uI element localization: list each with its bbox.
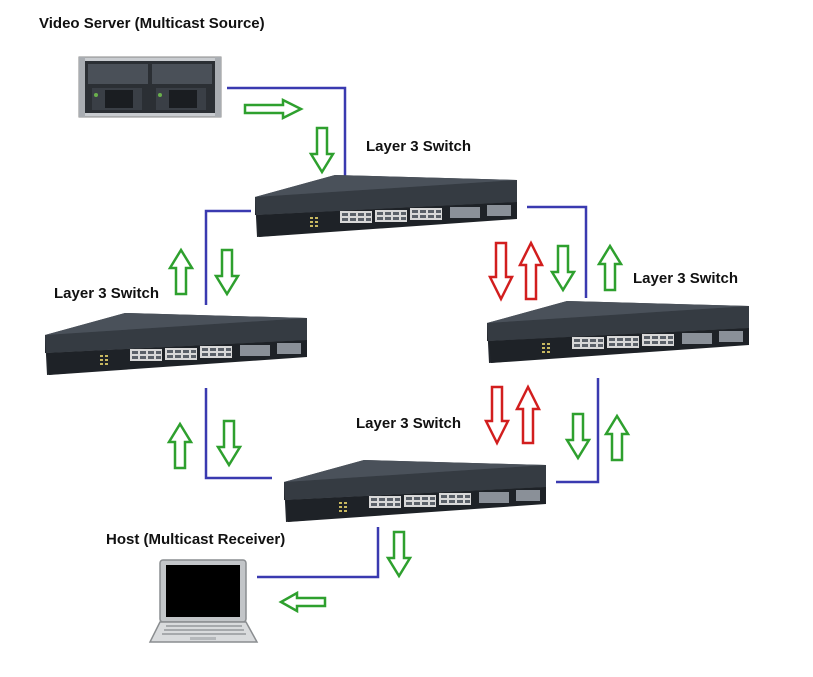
- flow-arrow-down: [550, 244, 576, 292]
- flow-arrow-right: [243, 98, 303, 120]
- blocked-arrow-down: [484, 385, 510, 445]
- flow-arrow-up: [597, 244, 623, 292]
- flow-arrow-up: [604, 414, 630, 462]
- flow-arrow-up: [168, 248, 194, 296]
- network-switch-icon-bottom: [284, 460, 546, 522]
- switch-right-label: Layer 3 Switch: [633, 270, 739, 287]
- host-label: Host (Multicast Receiver): [106, 531, 286, 548]
- link-top-to-right-switch: [527, 205, 588, 298]
- blocked-arrow-down: [488, 241, 514, 301]
- rack-server-icon: [78, 56, 222, 118]
- flow-arrow-down: [309, 126, 335, 174]
- switch-top-label: Layer 3 Switch: [366, 138, 472, 155]
- switch-left-label: Layer 3 Switch: [54, 285, 160, 302]
- link-right-to-bottom-switch: [556, 378, 600, 484]
- link-server-to-top-switch: [227, 86, 347, 178]
- server-label: Video Server (Multicast Source): [39, 15, 265, 32]
- switch-bottom-label: Layer 3 Switch: [356, 415, 462, 432]
- link-top-to-left-switch: [204, 209, 251, 305]
- flow-arrow-down: [565, 412, 591, 460]
- link-bottom-switch-to-host: [257, 527, 380, 579]
- network-switch-icon-top: [255, 175, 517, 237]
- flow-arrow-down: [216, 419, 242, 467]
- blocked-arrow-up: [515, 385, 541, 445]
- flow-arrow-left: [279, 591, 327, 613]
- flow-arrow-down: [214, 248, 240, 296]
- blocked-arrow-up: [518, 241, 544, 301]
- network-switch-icon-right: [487, 301, 749, 363]
- link-left-to-bottom-switch: [204, 388, 272, 480]
- flow-arrow-up: [167, 422, 193, 470]
- flow-arrow-down: [386, 530, 412, 578]
- network-switch-icon-left: [45, 313, 307, 375]
- laptop-icon: [148, 559, 259, 643]
